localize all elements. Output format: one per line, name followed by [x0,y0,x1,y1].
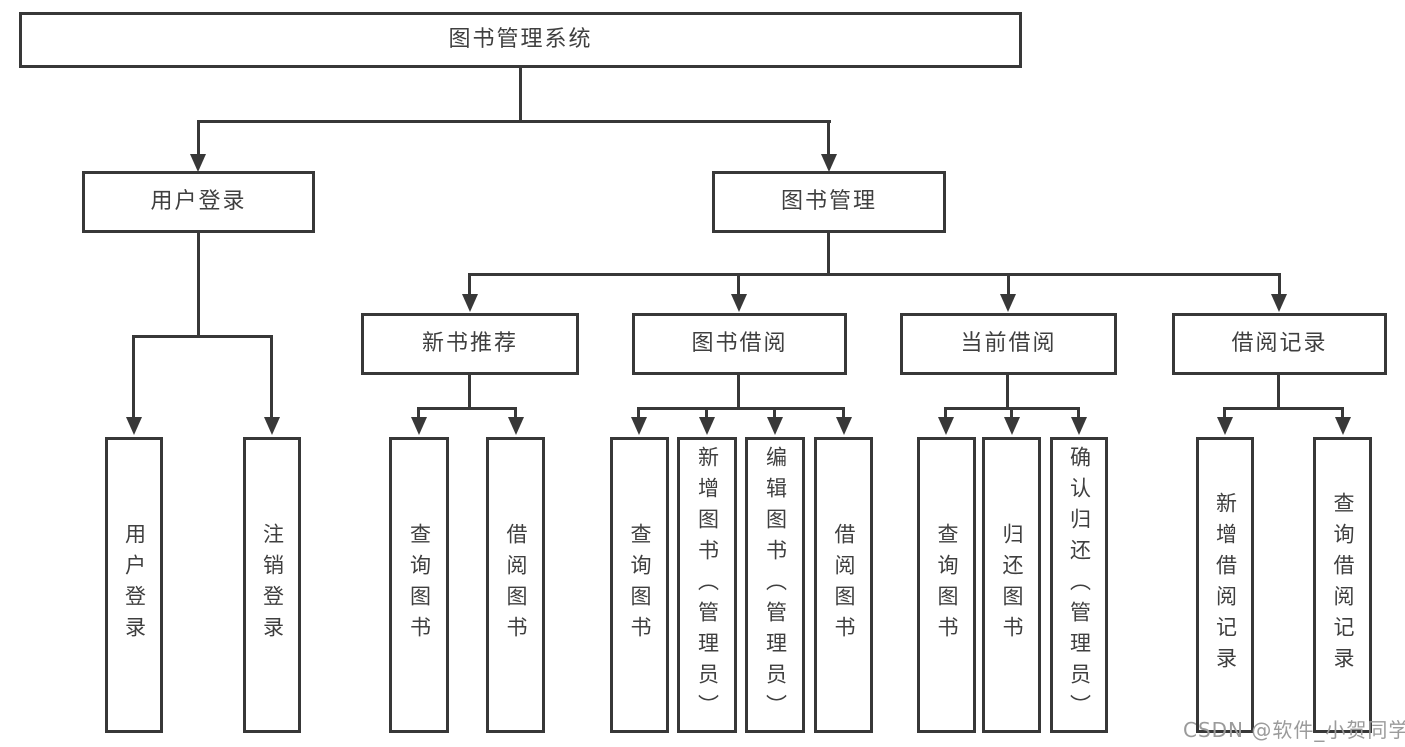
leaf-query-borrow-record: 查询借阅记录 [1313,437,1372,733]
leaf-edit-book-admin-label: 编辑图书（管理员） [763,445,788,725]
leaf-add-borrow-record: 新增借阅记录 [1196,437,1254,733]
arrowhead-icon [767,417,783,435]
connector-stub [737,375,740,407]
node-new-book-recommend-label: 新书推荐 [421,330,518,356]
connector-drop [827,120,830,155]
node-new-book-recommend: 新书推荐 [361,313,579,375]
node-user-login: 用户登录 [82,171,315,233]
leaf-logout: 注销登录 [243,437,301,733]
leaf-current-query-books-label: 查询图书 [935,523,959,647]
connector-book-mgmt-bar [469,273,1281,276]
arrowhead-icon [126,417,142,435]
arrowhead-icon [1000,294,1016,312]
leaf-user-login-label: 用户登录 [122,523,147,647]
connector-root-stub [519,68,522,120]
leaf-add-book-admin: 新增图书（管理员） [677,437,737,733]
connector-drop [842,407,845,419]
connector-stub [1006,375,1009,407]
leaf-user-login: 用户登录 [105,437,163,733]
connector-bar [418,407,517,410]
csdn-watermark: CSDN @软件_小贺同学 [1183,718,1405,742]
arrowhead-icon [264,417,280,435]
node-book-borrowing: 图书借阅 [632,313,847,375]
connector-drop [944,407,947,419]
leaf-confirm-return-admin: 确认归还（管理员） [1050,437,1108,733]
connector-drop [1223,407,1226,419]
arrowhead-icon [462,294,478,312]
connector-stub [1277,375,1280,407]
leaf-borrowing-borrow-books: 借阅图书 [814,437,873,733]
arrowhead-icon [411,417,427,435]
connector-user-login-stub [197,233,200,335]
leaf-current-query-books: 查询图书 [917,437,976,733]
connector-drop [514,407,517,419]
node-book-management: 图书管理 [712,171,946,233]
arrowhead-icon [938,417,954,435]
arrowhead-icon [508,417,524,435]
leaf-borrowing-borrow-books-label: 借阅图书 [832,523,856,647]
leaf-confirm-return-admin-label: 确认归还（管理员） [1067,445,1092,725]
connector-drop [270,335,273,417]
node-current-borrowing: 当前借阅 [900,313,1117,375]
leaf-edit-book-admin: 编辑图书（管理员） [745,437,805,733]
leaf-borrowing-query-books-label: 查询图书 [628,523,652,647]
connector-drop [737,273,740,295]
leaf-recommend-borrow-books: 借阅图书 [486,437,545,733]
arrowhead-icon [190,154,206,172]
connector-drop [773,407,776,419]
leaf-return-books: 归还图书 [982,437,1041,733]
leaf-recommend-query-books: 查询图书 [389,437,449,733]
connector-drop [637,407,640,419]
leaf-return-books-label: 归还图书 [1000,523,1024,647]
connector-drop [132,335,135,417]
node-current-borrowing-label: 当前借阅 [960,330,1057,356]
arrowhead-icon [731,294,747,312]
node-borrowing-records: 借阅记录 [1172,313,1387,375]
leaf-borrowing-query-books: 查询图书 [610,437,669,733]
connector-drop [197,120,200,155]
leaf-query-borrow-record-label: 查询借阅记录 [1331,492,1355,678]
arrowhead-icon [836,417,852,435]
arrowhead-icon [1335,417,1351,435]
leaf-logout-label: 注销登录 [260,523,285,647]
arrowhead-icon [1071,417,1087,435]
arrowhead-icon [1004,417,1020,435]
arrowhead-icon [821,154,837,172]
connector-drop [1010,407,1013,419]
connector-drop [417,407,420,419]
connector-drop [1007,273,1010,295]
connector-book-mgmt-stub [827,233,830,273]
node-book-management-label: 图书管理 [780,188,877,214]
connector-drop [1341,407,1344,419]
connector-drop [1278,273,1281,295]
connector-drop [468,273,471,295]
connector-root-bar [197,120,831,123]
arrowhead-icon [631,417,647,435]
connector-bar [638,407,845,410]
node-borrowing-records-label: 借阅记录 [1231,330,1328,356]
arrowhead-icon [699,417,715,435]
connector-bar [1224,407,1344,410]
node-user-login-label: 用户登录 [150,188,247,214]
leaf-recommend-borrow-books-label: 借阅图书 [504,523,528,647]
node-root-label: 图书管理系统 [448,26,593,52]
connector-stub [468,375,471,407]
arrowhead-icon [1271,294,1287,312]
arrowhead-icon [1217,417,1233,435]
connector-drop [1077,407,1080,419]
leaf-recommend-query-books-label: 查询图书 [407,523,432,647]
leaf-add-borrow-record-label: 新增借阅记录 [1213,492,1238,678]
leaf-add-book-admin-label: 新增图书（管理员） [695,445,720,725]
connector-drop [705,407,708,419]
node-root: 图书管理系统 [19,12,1022,68]
node-book-borrowing-label: 图书借阅 [691,330,788,356]
connector-user-login-bar [133,335,273,338]
